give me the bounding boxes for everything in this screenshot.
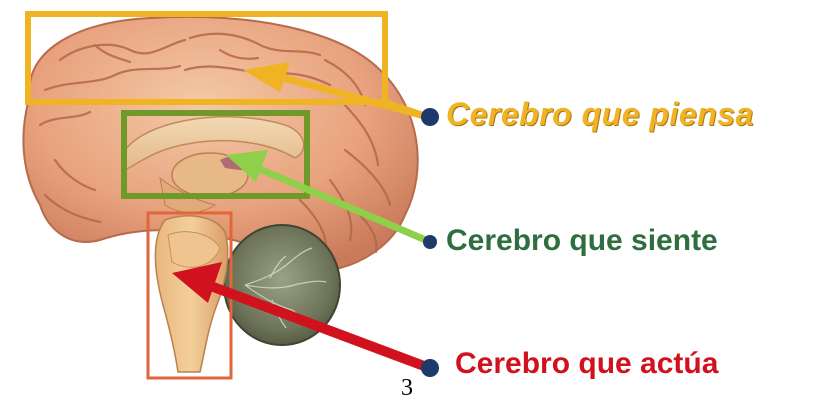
feel-dot [423,235,437,249]
think-dot [421,108,439,126]
act-dot [421,359,439,377]
label-feel: Cerebro que siente [446,226,718,256]
label-think: Cerebro que piensa [446,98,754,130]
label-act: Cerebro que actúa [455,349,718,379]
page-number: 3 [401,376,413,400]
